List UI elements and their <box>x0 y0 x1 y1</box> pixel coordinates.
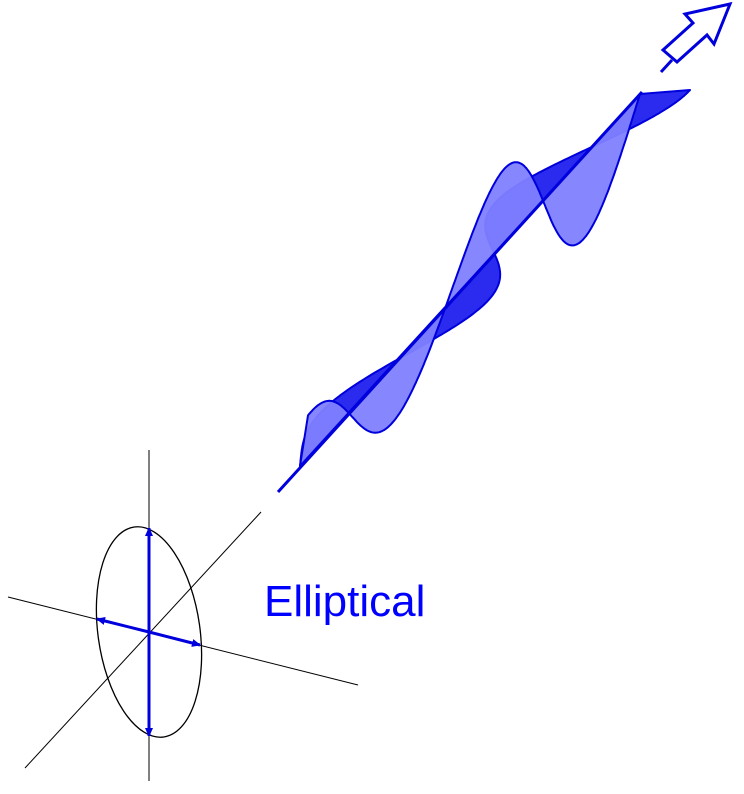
polarization-label: Elliptical <box>264 577 426 626</box>
vector-right <box>148 630 201 647</box>
elliptical-wave <box>276 58 691 494</box>
propagation-arrow-icon <box>660 1 733 64</box>
wave-axis-end <box>659 58 674 74</box>
wave-axis <box>276 90 644 494</box>
vector-left <box>96 617 150 634</box>
polarization-ellipse <box>95 526 203 738</box>
field-vectors <box>96 527 201 737</box>
propagation-axis <box>24 511 262 769</box>
